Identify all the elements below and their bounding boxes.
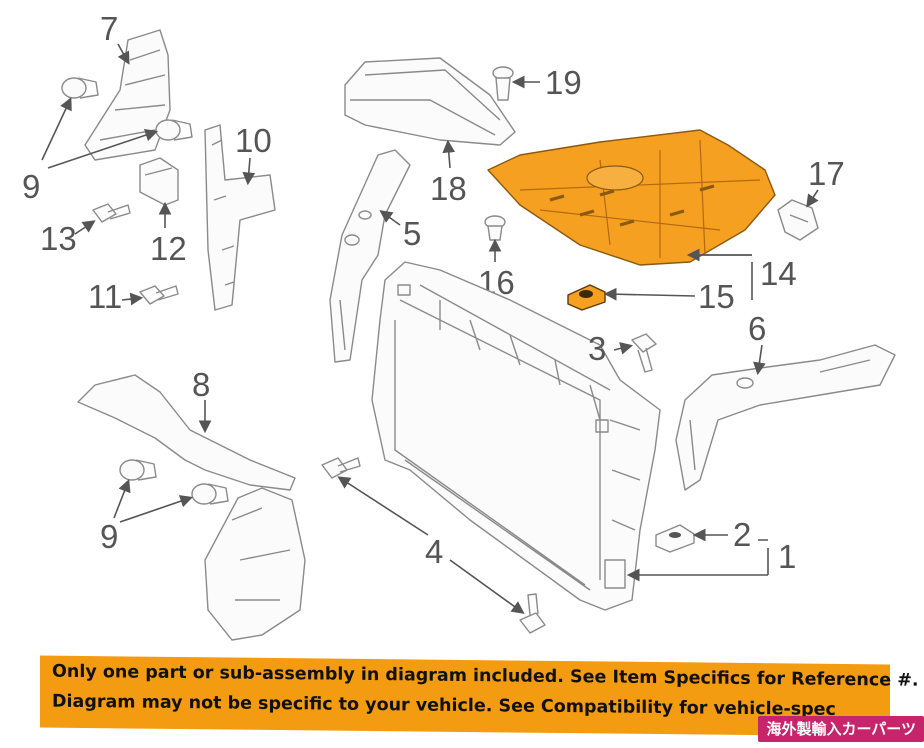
part-2-clip-nut bbox=[655, 524, 695, 553]
callout-12: 12 bbox=[150, 230, 187, 267]
part-5-bracket bbox=[329, 149, 411, 363]
part-4-bolt bbox=[321, 457, 546, 634]
part-8-shield bbox=[77, 374, 306, 641]
callout-18: 18 bbox=[430, 170, 467, 207]
part-10-brace bbox=[204, 124, 276, 311]
part-3-bolt bbox=[631, 333, 657, 373]
part-19-clip bbox=[492, 66, 514, 101]
part-13-bolt bbox=[92, 203, 131, 223]
callout-6: 6 bbox=[748, 310, 766, 347]
part-14-under-cover bbox=[487, 129, 776, 266]
callout-17: 17 bbox=[808, 155, 845, 192]
callout-9-lower: 9 bbox=[100, 518, 118, 555]
part-12-bracket bbox=[139, 157, 179, 206]
shop-badge: 海外製輸入カーパーツ bbox=[758, 716, 924, 742]
part-7-deflector bbox=[84, 29, 171, 161]
part-11-bolt bbox=[139, 285, 179, 305]
callout-8: 8 bbox=[192, 366, 210, 403]
callout-11: 11 bbox=[88, 278, 122, 315]
callout-19: 19 bbox=[545, 64, 582, 101]
part-17-clip bbox=[777, 199, 819, 241]
callout-10: 10 bbox=[235, 122, 272, 159]
callout-4: 4 bbox=[425, 533, 443, 570]
part-9-clip-upper bbox=[61, 77, 193, 141]
part-15-clip-nut bbox=[567, 284, 606, 311]
part-9-clip-lower bbox=[119, 459, 229, 505]
callout-13: 13 bbox=[40, 220, 77, 257]
parts-diagram: 7 9 12 13 10 11 18 bbox=[22, 10, 896, 641]
part-1-radiator-support bbox=[371, 261, 661, 611]
disclaimer-line-2: Diagram may not be specific to your vehi… bbox=[52, 691, 836, 720]
disclaimer-line-1: Only one part or sub-assembly in diagram… bbox=[52, 661, 919, 691]
callout-15: 15 bbox=[698, 278, 735, 315]
callout-2: 2 bbox=[733, 516, 751, 553]
part-6-bracket bbox=[675, 344, 896, 491]
part-18-air-guide bbox=[344, 57, 516, 146]
callout-5: 5 bbox=[403, 215, 421, 252]
callout-1: 1 bbox=[778, 538, 796, 575]
callout-3: 3 bbox=[588, 330, 606, 367]
callout-14: 14 bbox=[760, 255, 797, 292]
callout-7: 7 bbox=[100, 10, 118, 47]
callout-9-upper: 9 bbox=[22, 168, 40, 205]
part-16-clip bbox=[484, 215, 506, 241]
